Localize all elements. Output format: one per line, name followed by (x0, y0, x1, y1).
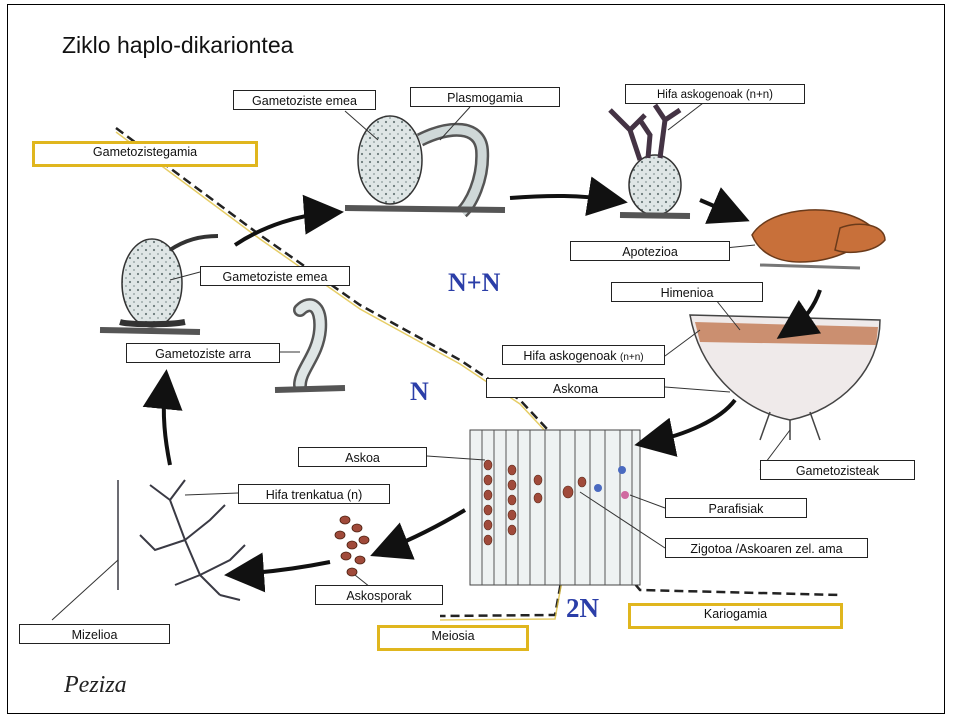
region-label-n: N (410, 377, 429, 407)
label-hifa-trenkatua: Hifa trenkatua (n) (238, 484, 390, 504)
label-zigotoa: Zigotoa /Askoaren zel. ama (665, 538, 868, 558)
label-gametozistegamia: Gametozistegamia (32, 141, 258, 167)
label-askosporak: Askosporak (315, 585, 443, 605)
page-title: Ziklo haplo-dikariontea (62, 32, 293, 59)
asci-block-drawing (470, 430, 640, 585)
hymenium-cross-section-drawing (690, 315, 880, 440)
label-hifa-askogenoak-top: Hifa askogenoak (n+n) (625, 84, 805, 104)
ascogenous-hyphae-drawing (610, 105, 690, 216)
label-plasmogamia: Plasmogamia (410, 87, 560, 107)
apothecium-drawing (752, 210, 885, 268)
label-hifa-askogenoak-mid-text: Hifa askogenoak (523, 349, 616, 363)
label-gametoziste-arra: Gametoziste arra (126, 343, 280, 363)
label-himenioa: Himenioa (611, 282, 763, 302)
plasmogamy-drawing (345, 116, 505, 212)
region-label-2n: 2N (566, 593, 599, 624)
label-parafisiak: Parafisiak (665, 498, 807, 518)
label-mizelioa: Mizelioa (19, 624, 170, 644)
male-gametangium-drawing (275, 305, 345, 390)
label-askoma: Askoma (486, 378, 665, 398)
label-kariogamia: Kariogamia (628, 603, 843, 629)
ascospores-drawing (335, 516, 369, 576)
label-askoa: Askoa (298, 447, 427, 467)
label-apotezioa: Apotezioa (570, 241, 730, 261)
label-meiosia: Meiosia (377, 625, 529, 651)
label-hifa-askogenoak-mid: Hifa askogenoak (n+n) (502, 345, 665, 365)
mycelium-drawing (118, 480, 245, 600)
species-name: Peziza (64, 672, 127, 699)
region-label-n-plus-n: N+N (448, 268, 500, 298)
label-gametoziste-emea-top: Gametoziste emea (233, 90, 376, 110)
label-gametozisteak: Gametozisteak (760, 460, 915, 480)
label-gametoziste-emea-left: Gametoziste emea (200, 266, 350, 286)
label-hifa-askogenoak-mid-sub: (n+n) (620, 352, 644, 363)
